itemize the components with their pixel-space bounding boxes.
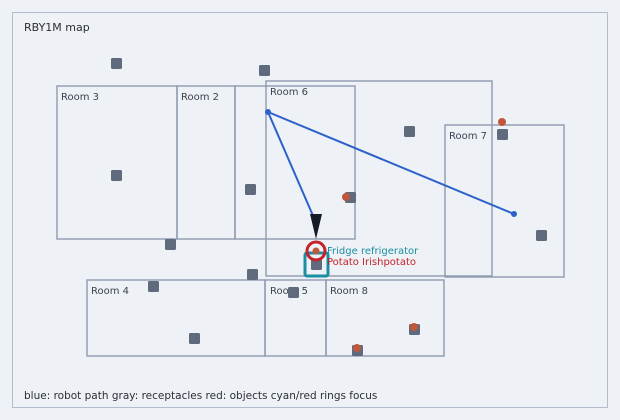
robot-heading-arrow-icon bbox=[310, 214, 322, 239]
room-6-outline bbox=[265, 80, 493, 277]
receptacle-marker bbox=[189, 333, 200, 344]
path-segment-to-fridge bbox=[267, 111, 315, 219]
fridge-focus-label: Fridge refrigerator bbox=[327, 246, 419, 257]
receptacle-marker bbox=[111, 170, 122, 181]
receptacle-marker bbox=[165, 239, 176, 250]
receptacle-marker bbox=[111, 58, 122, 69]
path-start-point bbox=[265, 109, 271, 115]
potato-focus-label: Potato Irishpotato bbox=[327, 257, 416, 268]
objects bbox=[342, 118, 506, 352]
path-segment-to-room-7 bbox=[267, 111, 515, 215]
room-2-label: Room 2 bbox=[181, 92, 219, 103]
room-3-outline bbox=[56, 85, 178, 240]
potato-object-marker bbox=[312, 247, 320, 255]
room-8-label: Room 8 bbox=[330, 286, 368, 297]
focus: Fridge refrigerator Potato Irishpotato bbox=[303, 240, 419, 278]
receptacle-marker bbox=[259, 65, 270, 76]
room-2-outline bbox=[176, 85, 236, 240]
rooms: Room 3 Room 2 Room 6 Room 7 Room 4 Room … bbox=[56, 80, 565, 357]
receptacle-marker bbox=[404, 126, 415, 137]
room-4-label: Room 4 bbox=[91, 286, 129, 297]
receptacle-marker bbox=[247, 269, 258, 280]
legend: blue: robot path gray: receptacles red: … bbox=[24, 390, 378, 402]
receptacle-marker bbox=[497, 129, 508, 140]
room-7-outline bbox=[444, 124, 565, 278]
receptacle-marker bbox=[536, 230, 547, 241]
object-marker bbox=[498, 118, 506, 126]
room-7-label: Room 7 bbox=[449, 131, 487, 142]
room-6-label: Room 6 bbox=[270, 87, 308, 98]
fridge-receptacle-marker bbox=[311, 259, 322, 270]
object-marker bbox=[410, 323, 418, 331]
room-3-label: Room 3 bbox=[61, 92, 99, 103]
map-title: RBY1M map bbox=[24, 21, 90, 34]
room-8-outline bbox=[325, 279, 445, 357]
receptacle-marker bbox=[245, 184, 256, 195]
potato-focus-ring bbox=[305, 240, 327, 262]
receptacle-marker bbox=[148, 281, 159, 292]
path-end-point bbox=[511, 211, 517, 217]
room-6-inner-outline bbox=[234, 85, 356, 240]
object-marker bbox=[353, 344, 361, 352]
receptacle-marker bbox=[288, 287, 299, 298]
robot-path bbox=[265, 109, 517, 239]
object-marker bbox=[342, 193, 350, 201]
